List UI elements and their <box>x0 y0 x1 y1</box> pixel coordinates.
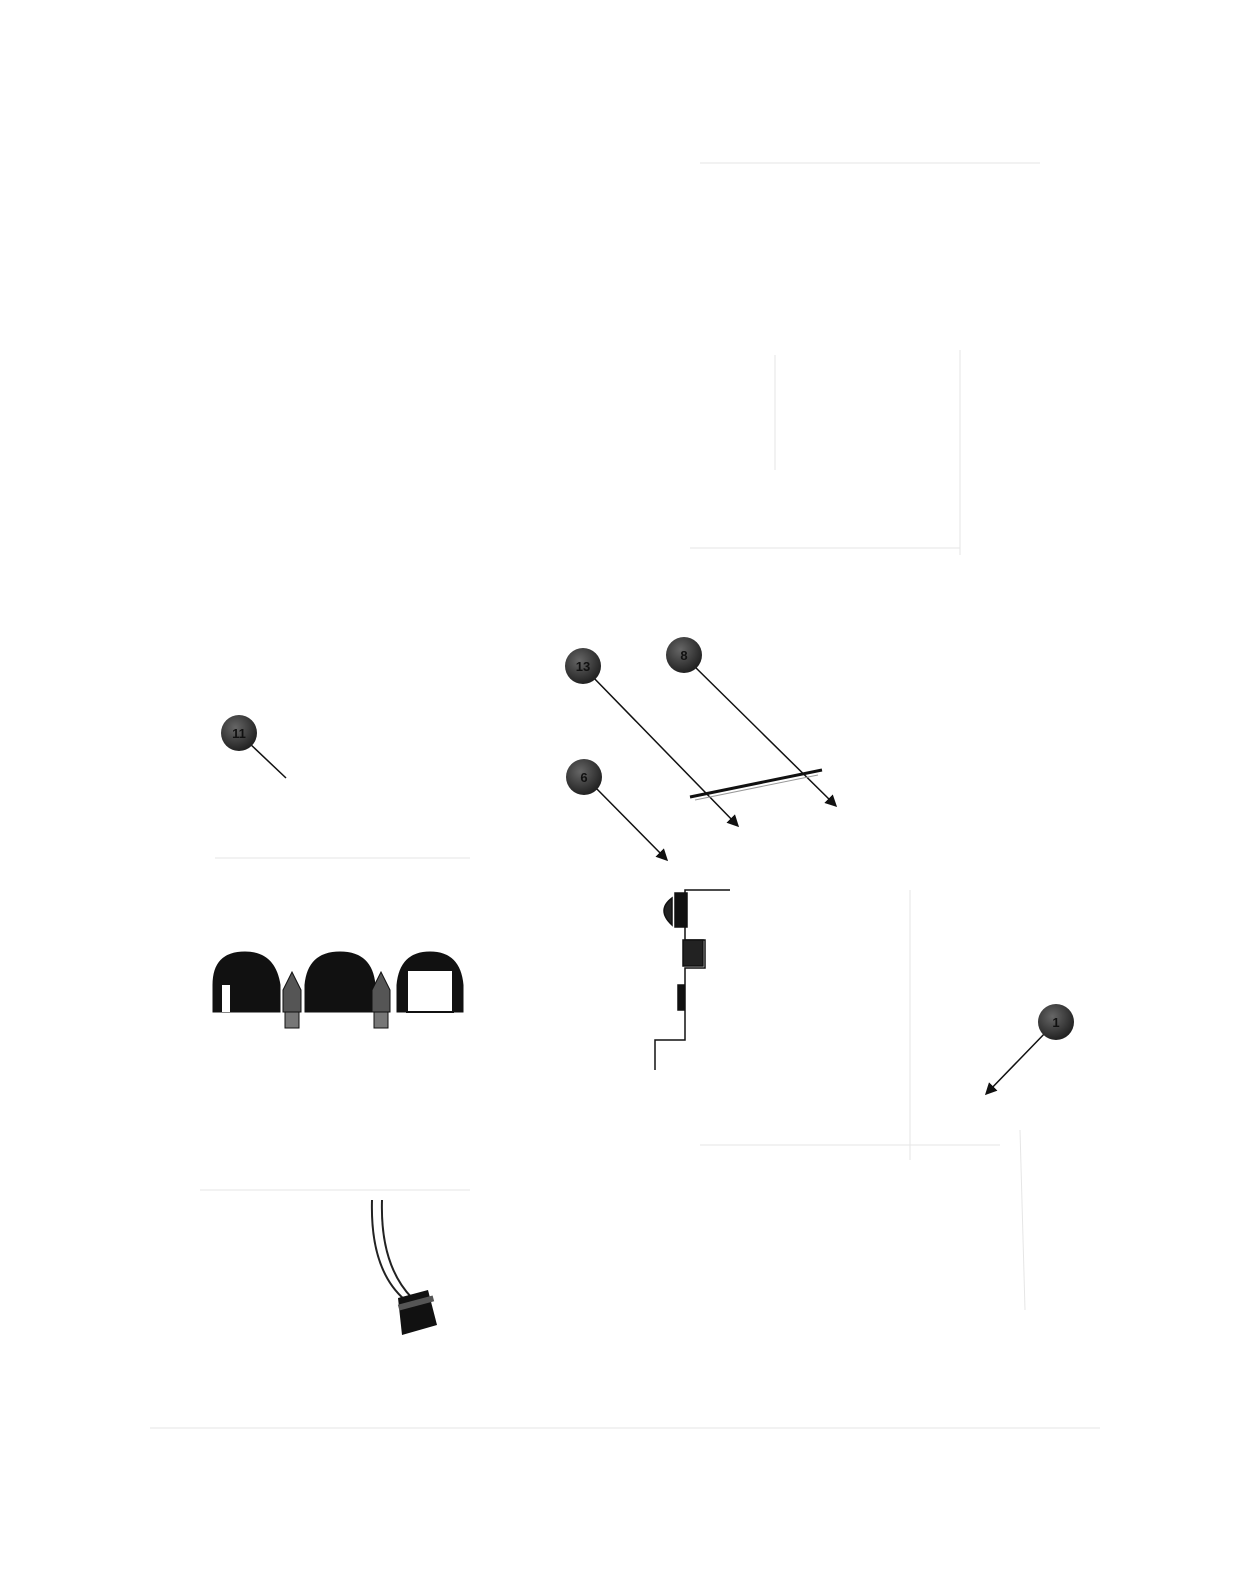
callout-label: 6 <box>580 770 587 785</box>
callout-11: 11 <box>221 715 257 751</box>
leader-line-11 <box>247 741 287 779</box>
callout-8: 8 <box>666 637 702 673</box>
callout-6: 6 <box>566 759 602 795</box>
callout-label: 1 <box>1052 1015 1059 1030</box>
callout-label: 8 <box>680 648 687 663</box>
leader-line-6 <box>591 783 669 862</box>
bracket-profile-part <box>654 889 730 1070</box>
rod-part <box>689 768 823 801</box>
leader-line-8 <box>689 661 838 808</box>
faint-background-linework <box>150 162 1100 1429</box>
callout-label: 13 <box>576 659 590 674</box>
leader-lines <box>247 661 1049 1096</box>
connector-plug-part <box>370 1199 437 1335</box>
leader-line-1 <box>984 1029 1049 1096</box>
leader-line-13 <box>589 673 740 828</box>
callout-label: 11 <box>232 726 246 741</box>
lamp-housing-part <box>212 951 464 1029</box>
callout-1: 1 <box>1038 1004 1074 1040</box>
callout-13: 13 <box>565 648 601 684</box>
